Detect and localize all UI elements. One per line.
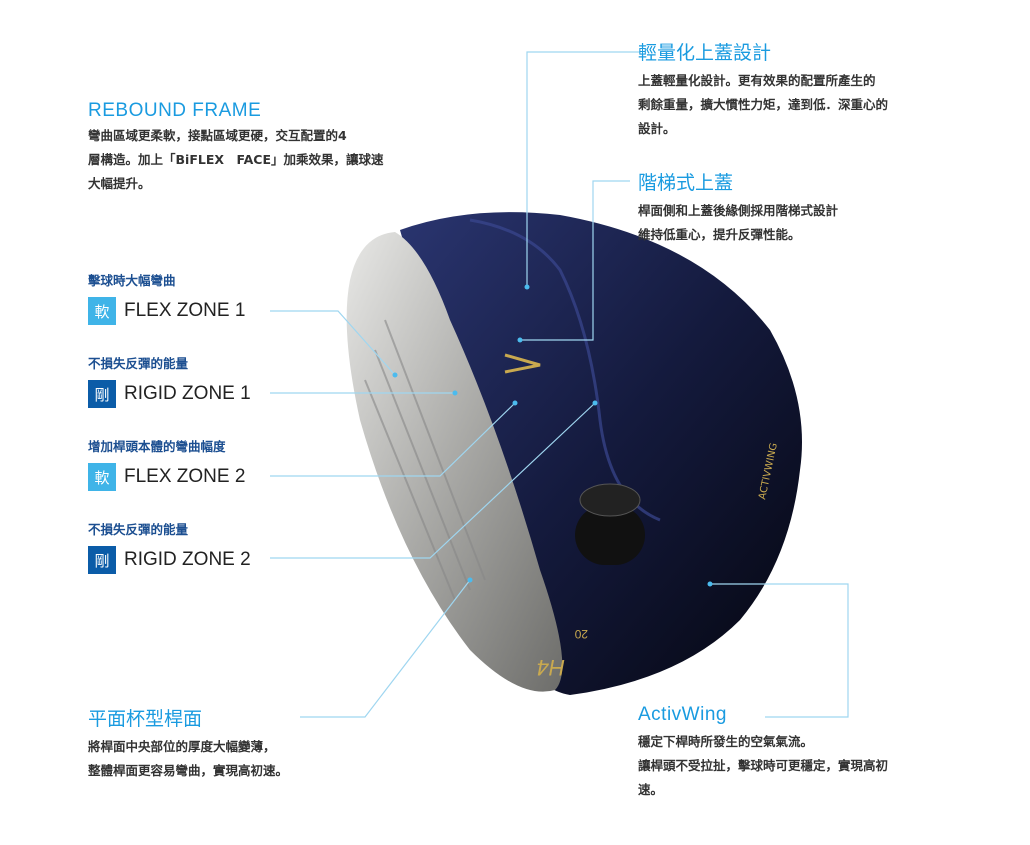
- zone-2: 不損失反彈的能量 剛 RIGID ZONE 1: [88, 353, 251, 408]
- rigid-badge: 剛: [88, 546, 116, 574]
- loft-mark: 20: [574, 627, 588, 641]
- cup-face-title: 平面杯型桿面: [88, 708, 203, 730]
- zone-label: RIGID ZONE 1: [124, 383, 251, 404]
- activwing-line: 速。: [638, 782, 664, 797]
- rebound-line: 彎曲區域更柔軟，接點區域更硬，交互配置的4: [88, 128, 347, 143]
- light-crown-line: 設計。: [638, 121, 676, 136]
- sole-mark: H4: [537, 655, 565, 680]
- light-crown-block: 輕量化上蓋設計 上蓋輕量化設計。更有效果的配置所產生的 剩餘重量，擴大慣性力矩，…: [638, 38, 888, 141]
- face-scorelines: [364, 319, 486, 601]
- zone-subtitle: 增加桿頭本體的彎曲幅度: [88, 439, 226, 454]
- crown: [400, 212, 802, 695]
- cup-face-block: 平面杯型桿面 將桿面中央部位的厚度大幅變薄， 整體桿面更容易彎曲，實現高初速。: [88, 704, 288, 783]
- light-crown-line: 剩餘重量，擴大慣性力矩，達到低．深重心的: [638, 97, 889, 112]
- flex-badge: 軟: [88, 297, 116, 325]
- rebound-frame-block: REBOUND FRAME 彎曲區域更柔軟，接點區域更硬，交互配置的4 層構造。…: [88, 100, 383, 196]
- zone-subtitle: 不損失反彈的能量: [88, 356, 189, 371]
- zone-3: 增加桿頭本體的彎曲幅度 軟 FLEX ZONE 2: [88, 436, 245, 491]
- rebound-title: REBOUND FRAME: [88, 100, 262, 121]
- step-crown-block: 階梯式上蓋 桿面側和上蓋後緣側採用階梯式設計 維持低重心，提升反彈性能。: [638, 168, 838, 247]
- crown-logo: [504, 353, 541, 374]
- zone-subtitle: 擊球時大幅彎曲: [88, 273, 176, 288]
- activwing-line: 穩定下桿時所發生的空氣氣流。: [638, 734, 814, 749]
- activwing-line: 讓桿頭不受拉扯，擊球時可更穩定，實現高初: [638, 758, 889, 773]
- zone-label: FLEX ZONE 2: [124, 466, 246, 487]
- zone-4: 不損失反彈的能量 剛 RIGID ZONE 2: [88, 519, 251, 574]
- leader-dots: [392, 284, 713, 587]
- cup-face-line: 將桿面中央部位的厚度大幅變薄，: [88, 739, 276, 754]
- light-crown-line: 上蓋輕量化設計。更有效果的配置所產生的: [638, 73, 876, 88]
- step-crown-line: 桿面側和上蓋後緣側採用階梯式設計: [638, 203, 839, 218]
- zone-subtitle: 不損失反彈的能量: [88, 522, 189, 537]
- leader-lines: [270, 51, 849, 718]
- rigid-badge: 剛: [88, 380, 116, 408]
- cup-face-line: 整體桿面更容易彎曲，實現高初速。: [88, 763, 289, 778]
- rebound-line: 大幅提升。: [88, 176, 151, 191]
- activwing-block: ActivWing 穩定下桿時所發生的空氣氣流。 讓桿頭不受拉扯，擊球時可更穩定…: [638, 704, 888, 802]
- light-crown-title: 輕量化上蓋設計: [638, 42, 772, 64]
- rebound-line: 層構造。加上「BiFLEX FACE」加乘效果，讓球速: [88, 152, 384, 167]
- hosel: [575, 505, 645, 565]
- zone-label: FLEX ZONE 1: [124, 300, 246, 321]
- activwing-title: ActivWing: [638, 704, 727, 725]
- zone-1: 擊球時大幅彎曲 軟 FLEX ZONE 1: [88, 270, 245, 325]
- zone-label: RIGID ZONE 2: [124, 549, 251, 570]
- step-crown-line: 維持低重心，提升反彈性能。: [638, 227, 801, 242]
- step-crown-title: 階梯式上蓋: [638, 172, 734, 194]
- flex-badge: 軟: [88, 463, 116, 491]
